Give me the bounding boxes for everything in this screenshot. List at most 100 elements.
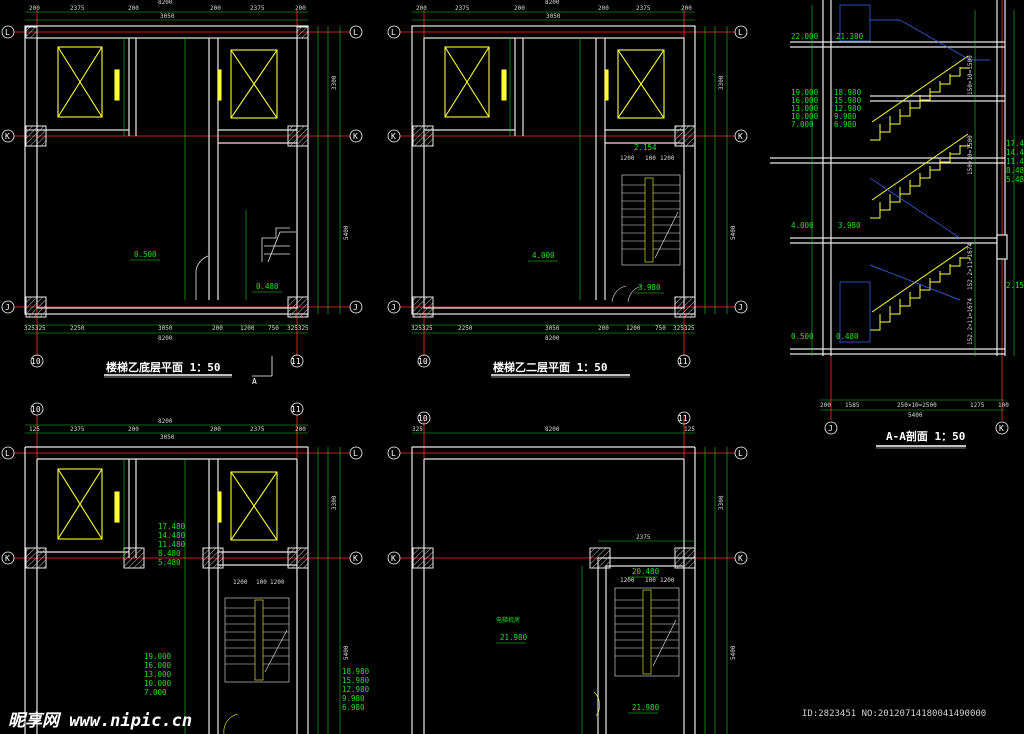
axis-label: J [738, 303, 743, 312]
elevation-stack-upper: 17.480 14.480 11.480 8.480 5.480 [158, 522, 186, 567]
dim-text: 3300 [331, 495, 338, 510]
dimension-text: 125 2375 200 3050 200 2375 200 8200 3300… [29, 418, 350, 660]
dimension-text: 200 2375 200 3050 200 2375 200 8200 3253… [24, 0, 350, 342]
elevation-label: 0.480 [836, 332, 859, 341]
elevation-label: 13.000 [144, 670, 172, 679]
dim-text: 150×10=1500 [967, 135, 974, 175]
axis-label: 11 [291, 405, 301, 414]
elevation-label: 5.480 [158, 558, 181, 567]
dim-text: 250×10=2500 [897, 402, 937, 409]
dim-text: 750 [268, 325, 279, 332]
elevation-label: 4.000 [791, 221, 814, 230]
axis-label: 10 [31, 405, 41, 414]
elevation-label: 21.980 [632, 703, 660, 712]
dim-text: 1200 [626, 325, 641, 332]
dim-total: 5400 [908, 412, 923, 419]
elevation-label: 6.980 [834, 120, 857, 129]
dim-text: 3300 [718, 495, 725, 510]
floor-plan-second: 200 2375 200 3050 200 2375 200 8200 3253… [387, 0, 748, 378]
elevation-label: 5.48 [1006, 175, 1024, 184]
room-label: 电梯机房 [496, 616, 520, 624]
section-mark-label: A [252, 377, 257, 386]
dim-text: 2250 [458, 325, 473, 332]
axis-label: L [391, 28, 396, 37]
dim-text: 3050 [545, 325, 560, 332]
dimension-lines [811, 5, 1015, 411]
dim-text: 2375 [250, 426, 265, 433]
level-labels-mid: 21.380 18.980 15.980 12.980 9.980 6.980 … [834, 32, 864, 341]
dim-text: 100 [645, 577, 656, 584]
walls [411, 25, 696, 315]
elevation-label: 4.000 [532, 251, 555, 260]
dim-text: 152.2×11=1674 [967, 243, 974, 290]
axis-label: K [391, 132, 396, 141]
elevation-label: 7.000 [144, 688, 167, 697]
elevation-label: 10.000 [144, 679, 172, 688]
axis-label: K [353, 554, 358, 563]
stair-run [611, 174, 681, 303]
dim-text: 5400 [730, 225, 737, 240]
dim-text: 200 [212, 325, 223, 332]
dim-text: 100 [998, 402, 1009, 409]
section-cut-marker: A [252, 356, 273, 386]
axis-label: K [738, 554, 743, 563]
elevation-label: 9.980 [834, 112, 857, 121]
axis-label: 10 [31, 357, 41, 366]
dimension-lines [412, 11, 728, 334]
dim-total: 8200 [545, 0, 560, 6]
elevation-label: 7.000 [791, 120, 814, 129]
dim-text: 1200 [240, 325, 255, 332]
dim-text: 1200 [233, 579, 248, 586]
dim-text: 8200 [545, 426, 560, 433]
axis-label: J [828, 424, 833, 433]
axis-label: K [999, 424, 1004, 433]
dim-text: 5400 [343, 225, 350, 240]
dim-total: 8200 [158, 418, 173, 425]
axis-bubbles: J K [824, 421, 1009, 435]
section-title: A-A剖面 1：50 [886, 429, 965, 443]
dim-text: 200 [598, 325, 609, 332]
axis-label: L [5, 449, 10, 458]
axis-label: K [5, 554, 10, 563]
axis-label: K [353, 132, 358, 141]
dim-text: 200 [514, 5, 525, 12]
elevation-label: 2.15 [1006, 281, 1024, 290]
elevation-label: 22.000 [791, 32, 819, 41]
dim-text: 5400 [343, 645, 350, 660]
axis-label: L [353, 28, 358, 37]
elevation-label: 10.000 [791, 112, 819, 121]
elevation-label: 19.000 [791, 88, 819, 97]
elevation-label: 18.980 [342, 667, 370, 676]
axis-label: 10 [418, 414, 428, 423]
axis-lines [14, 415, 350, 734]
axis-label: K [391, 554, 396, 563]
dim-text: 325 [412, 426, 423, 433]
dim-text: 200 [681, 5, 692, 12]
axis-lines [830, 0, 1003, 420]
stair-flights [870, 55, 970, 331]
dim-total: 8200 [545, 335, 560, 342]
elevation-label: 13.000 [791, 104, 819, 113]
axis-label: L [5, 28, 10, 37]
dim-total: 8200 [158, 0, 173, 6]
dim-text: 2375 [70, 426, 85, 433]
dim-text: 150×10=1500 [967, 55, 974, 95]
axis-label: J [353, 303, 358, 312]
dim-text: 2375 [250, 5, 265, 12]
column-hatch [25, 547, 309, 569]
stair-run [593, 587, 680, 717]
elevation-label: 0.500 [134, 250, 157, 259]
elevation-label: 16.000 [144, 661, 172, 670]
section-a-a: 22.000 19.000 16.000 13.000 10.000 7.000… [770, 0, 1024, 449]
elevation-label: 18.980 [834, 88, 862, 97]
elevator-shaft-left [57, 468, 120, 540]
elevator-shaft-right [604, 49, 665, 119]
column-hatch [24, 26, 309, 318]
dim-text: 325325 [24, 325, 46, 332]
axis-label: L [391, 449, 396, 458]
dim-text: 200 [29, 5, 40, 12]
dim-text: 2375 [455, 5, 470, 12]
axis-label: K [738, 132, 743, 141]
elevation-label: 11.480 [158, 540, 186, 549]
stair-flight [195, 227, 296, 300]
